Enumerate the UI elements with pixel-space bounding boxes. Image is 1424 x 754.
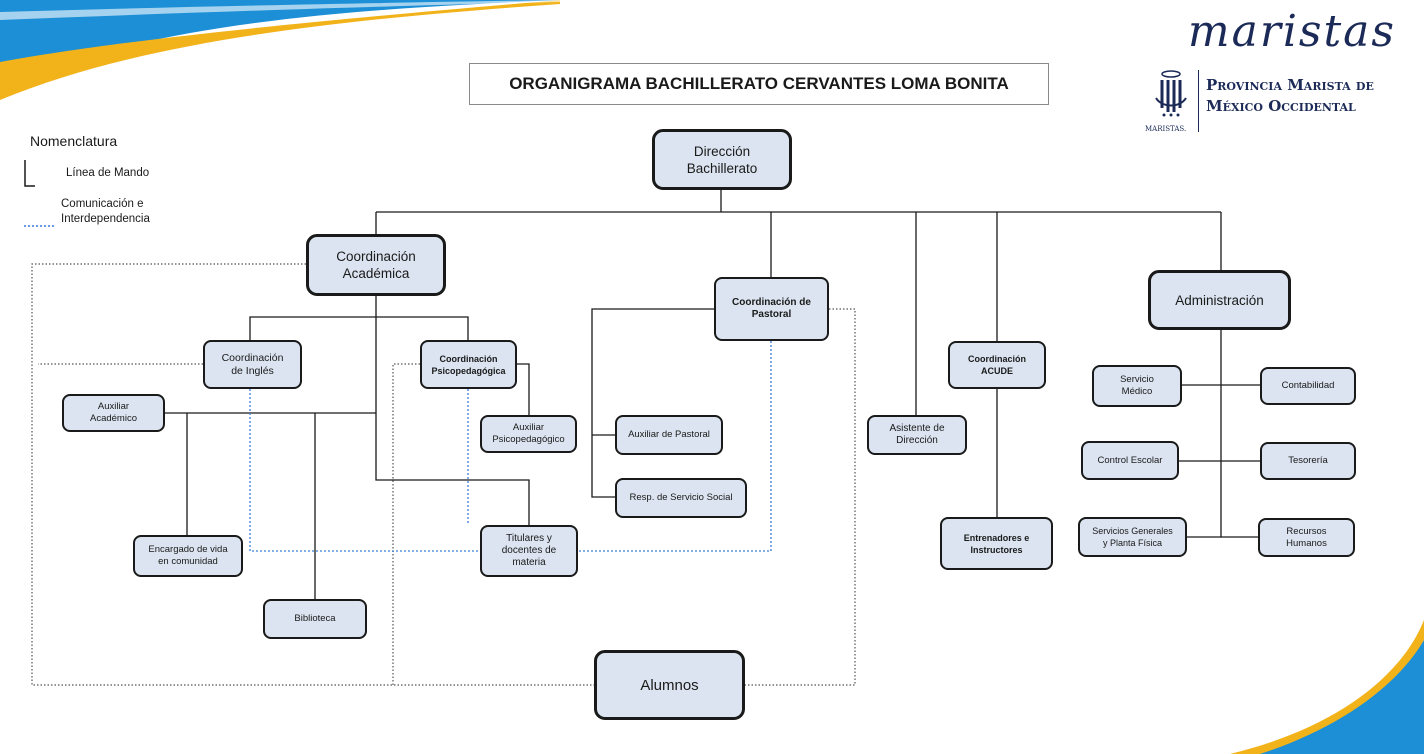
node-auxiliar-academico: Auxiliar Académico [62,394,165,432]
chart-title-text: ORGANIGRAMA BACHILLERATO CERVANTES LOMA … [509,74,1009,93]
node-coordinacion-acude: Coordinación ACUDE [948,341,1046,389]
node-coordinacion-ingles: Coordinación de Inglés [203,340,302,389]
node-alumnos: Alumnos [594,650,745,720]
node-servicio-medico: Servicio Médico [1092,365,1182,407]
communication-lines-blue [249,341,772,552]
node-coordinacion-pastoral: Coordinación de Pastoral [714,277,829,341]
node-asistente-direccion: Asistente de Dirección [867,415,967,455]
command-line-swatch [24,160,35,187]
node-auxiliar-pastoral: Auxiliar de Pastoral [615,415,723,455]
legend-title: Nomenclatura [30,133,118,149]
emblem-label: MARISTAS. [1145,125,1187,133]
bottom-blue-swoosh [1250,640,1424,754]
legend-command-line: Línea de Mando [66,167,150,179]
node-resp-servicio-social: Resp. de Servicio Social [615,478,747,518]
province-line-2: México Occidental [1206,97,1356,115]
node-recursos-humanos: Recursos Humanos [1258,518,1355,557]
node-servicios-generales: Servicios Generales y Planta Física [1078,517,1187,557]
logo-divider [1198,70,1199,132]
node-auxiliar-psicopedagogico: Auxiliar Psicopedagógico [480,415,577,453]
maristas-brand-logo: maristas [1187,6,1396,57]
communication-lines-dotted [31,263,856,686]
node-contabilidad: Contabilidad [1260,367,1356,405]
top-gold-swoosh [0,0,560,100]
node-coordinacion-academica: Coordinación Académica [306,234,446,296]
node-administracion: Administración [1148,270,1291,330]
node-coordinacion-psicopedagogica: Coordinación Psicopedagógica [420,340,517,389]
node-control-escolar: Control Escolar [1081,441,1179,480]
command-lines [165,190,1260,599]
legend-communication-line-1: Comunicación e [61,198,144,210]
communication-line-swatch [24,225,54,227]
province-line-1: Provincia Marista de [1206,76,1374,94]
top-blue-swoosh [0,0,560,90]
node-titulares-docentes: Titulares y docentes de materia [480,525,578,577]
node-entrenadores-instructores: Entrenadores e Instructores [940,517,1053,570]
marist-emblem-icon [1155,70,1187,117]
node-biblioteca: Biblioteca [263,599,367,639]
node-encargado-vida-comunidad: Encargado de vida en comunidad [133,535,243,577]
legend-communication-line-2: Interdependencia [61,213,150,225]
node-direccion-bachillerato: Dirección Bachillerato [652,129,792,190]
node-tesoreria: Tesorería [1260,442,1356,480]
chart-title: ORGANIGRAMA BACHILLERATO CERVANTES LOMA … [469,63,1049,105]
